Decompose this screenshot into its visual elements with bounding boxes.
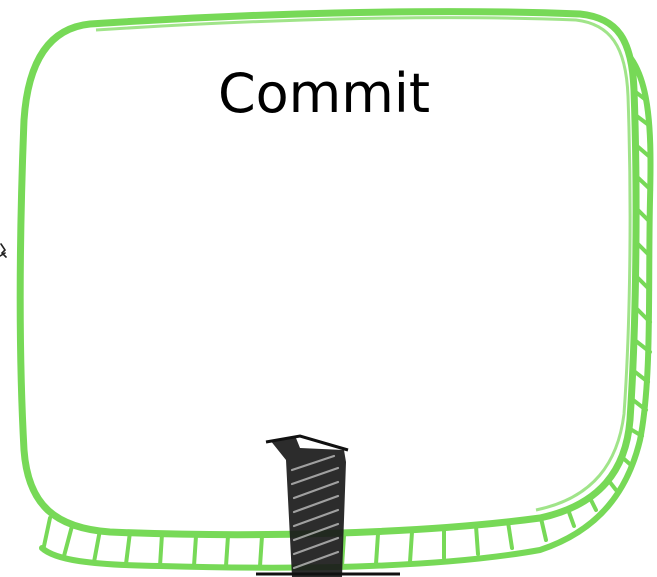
- commit-label: Commit: [218, 62, 430, 125]
- pencil-scribble-mark: [0, 244, 6, 257]
